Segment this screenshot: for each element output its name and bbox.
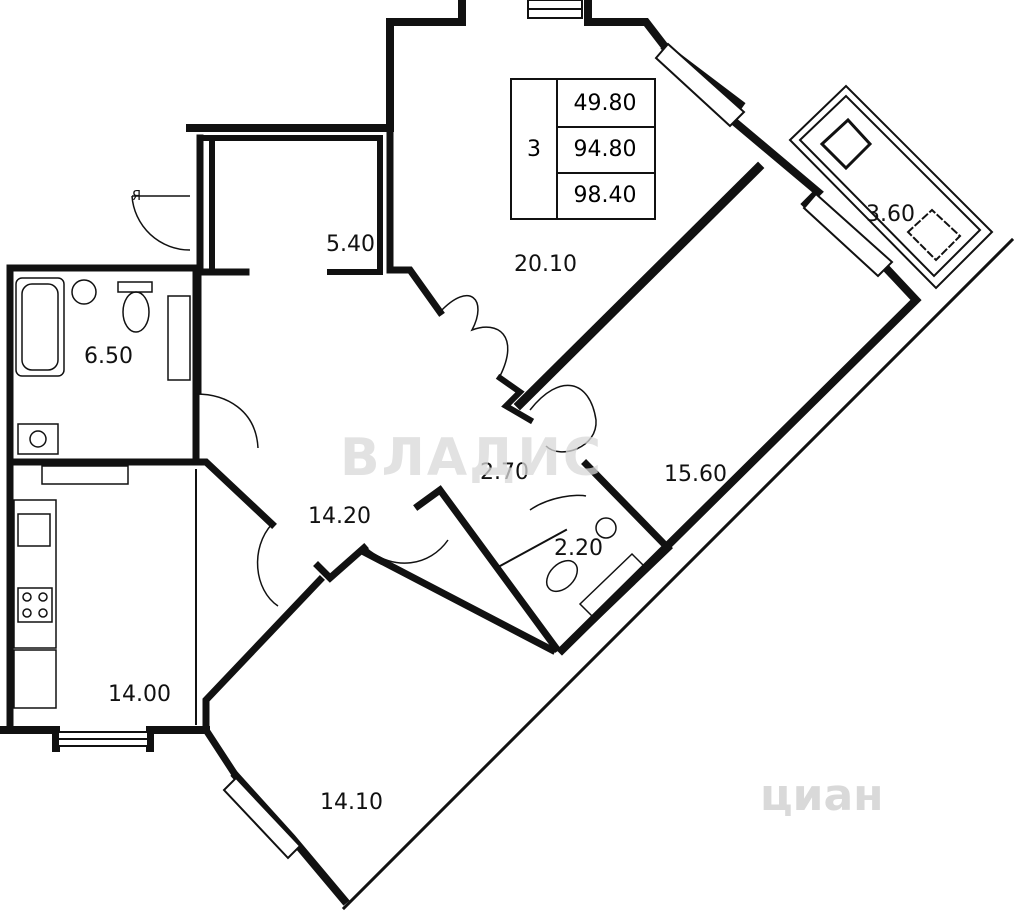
- wc-sink: [595, 517, 617, 539]
- wall-hall-south: [313, 543, 369, 583]
- kitchen-stove: [17, 587, 53, 623]
- wall-toilet: [413, 485, 561, 653]
- kitchen-fridge: [13, 649, 57, 709]
- door-toilet-arc: [529, 494, 587, 511]
- bath-toilet-tank: [117, 281, 153, 293]
- window-ne: [654, 42, 746, 128]
- wall-south-bedroom-right: [359, 547, 557, 655]
- washing-machine: [17, 423, 59, 455]
- doors: [131, 195, 597, 607]
- total-area-with-balcony: 98.40: [573, 182, 637, 208]
- burner-4: [38, 608, 48, 618]
- burner-2: [38, 592, 48, 602]
- wc-toilet: [545, 559, 579, 593]
- washing-machine-drum: [29, 430, 47, 448]
- wall-site-boundary: [341, 237, 1014, 911]
- living-area: 49.80: [556, 80, 654, 128]
- balcony-ac: [906, 208, 962, 262]
- room-area-bedroom-east: 15.60: [664, 462, 727, 487]
- balcony-box: [819, 117, 873, 171]
- wall-top-north: [186, 0, 466, 132]
- balcony-inner: [798, 94, 982, 278]
- wc-shelf: [578, 552, 646, 618]
- bathtub: [15, 277, 65, 377]
- door-south-arc: [365, 539, 449, 564]
- room-area-balcony: 3.60: [866, 202, 915, 227]
- room-area-hall-closet: 5.40: [326, 232, 375, 257]
- burner-3: [22, 608, 32, 618]
- door-entry-arc: [131, 195, 191, 251]
- total-area: 94.80: [556, 126, 654, 174]
- room-area-corridor: 2.70: [480, 460, 529, 485]
- bath-toilet: [122, 291, 150, 333]
- bathtub-inner: [21, 283, 59, 371]
- wall-kitchen-bottom-2: [146, 726, 210, 752]
- wall-hall-closet: [386, 128, 445, 317]
- entry-door-marker: Я: [132, 189, 142, 204]
- room-area-toilet: 2.20: [554, 536, 603, 561]
- apartment-summary-table: 3 49.80 94.80 98.40: [510, 78, 656, 220]
- wall-kitchen-bottom: [0, 726, 60, 752]
- wall-south-bedroom: [202, 575, 325, 781]
- wall-toilet-east: [561, 459, 673, 651]
- wall-east-facade: [556, 262, 922, 656]
- watermark-brand: ВЛАДИС: [340, 428, 604, 488]
- room-area-hallway: 14.20: [308, 504, 371, 529]
- door-living-arc: [439, 294, 509, 377]
- room-area-kitchen: 14.00: [108, 682, 171, 707]
- windows: [57, 0, 894, 860]
- door-kitchen-arc: [256, 523, 279, 607]
- window-south: [222, 776, 302, 860]
- fixtures: [13, 277, 646, 709]
- burner-1: [22, 592, 32, 602]
- wall-closet-top: [197, 135, 383, 275]
- rooms-count: 3: [512, 80, 558, 218]
- wall-toilet-inner: [498, 528, 568, 568]
- kitchen-counter: [13, 499, 57, 649]
- door-bath-arc: [195, 393, 259, 449]
- room-area-living-room: 20.10: [514, 252, 577, 277]
- wall-partition-stub: [495, 373, 535, 425]
- kitchen-sink: [17, 513, 51, 547]
- bath-shelf: [167, 295, 191, 381]
- room-area-bathroom: 6.50: [84, 344, 133, 369]
- door-bedroom-arc: [529, 384, 597, 453]
- wall-closet-left: [196, 134, 250, 276]
- kitchen-cabinets-top: [41, 465, 129, 485]
- wall-top-north-right: [584, 0, 672, 54]
- wall-ne-diagonal-2: [724, 112, 824, 210]
- watermark-cian: циан: [760, 770, 884, 821]
- bath-sink: [71, 279, 97, 305]
- wall-living-bedroom: [513, 161, 765, 411]
- wall-kitchen: [6, 458, 277, 529]
- window-balcony: [802, 192, 894, 278]
- balcony-outline: [788, 84, 994, 290]
- room-area-bedroom-south: 14.10: [320, 790, 383, 815]
